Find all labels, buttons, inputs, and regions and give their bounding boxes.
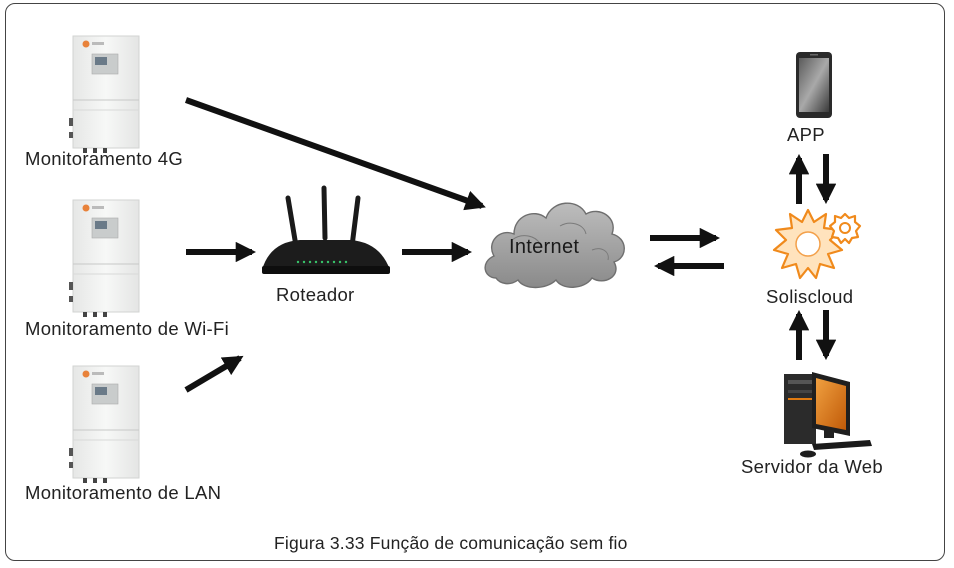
figure-frame [5, 3, 945, 561]
label-monitoramento-4g: Monitoramento 4G [25, 148, 184, 169]
arrow-lan-to-router [184, 355, 244, 393]
inverter-wifi-icon [69, 199, 140, 317]
internet-cloud-icon [484, 202, 625, 289]
inverter-4g-icon [69, 35, 140, 153]
router-icon [262, 185, 390, 274]
figure-caption: Figura 3.33 Função de comunicação sem fi… [274, 533, 628, 553]
label-soliscloud: Soliscloud [766, 286, 854, 307]
arrow-4g-to-internet [184, 97, 486, 211]
label-monitoramento-lan: Monitoramento de LAN [25, 482, 222, 503]
soliscloud-logo-icon [772, 208, 862, 280]
desktop-computer-icon [784, 372, 872, 458]
label-internet: Internet [509, 236, 580, 258]
smartphone-icon [796, 52, 832, 118]
inverter-lan-icon [69, 365, 140, 483]
label-servidor-da-web: Servidor da Web [741, 456, 883, 477]
label-monitoramento-wifi: Monitoramento de Wi-Fi [25, 318, 229, 339]
label-roteador: Roteador [276, 284, 355, 305]
label-app: APP [787, 124, 825, 145]
